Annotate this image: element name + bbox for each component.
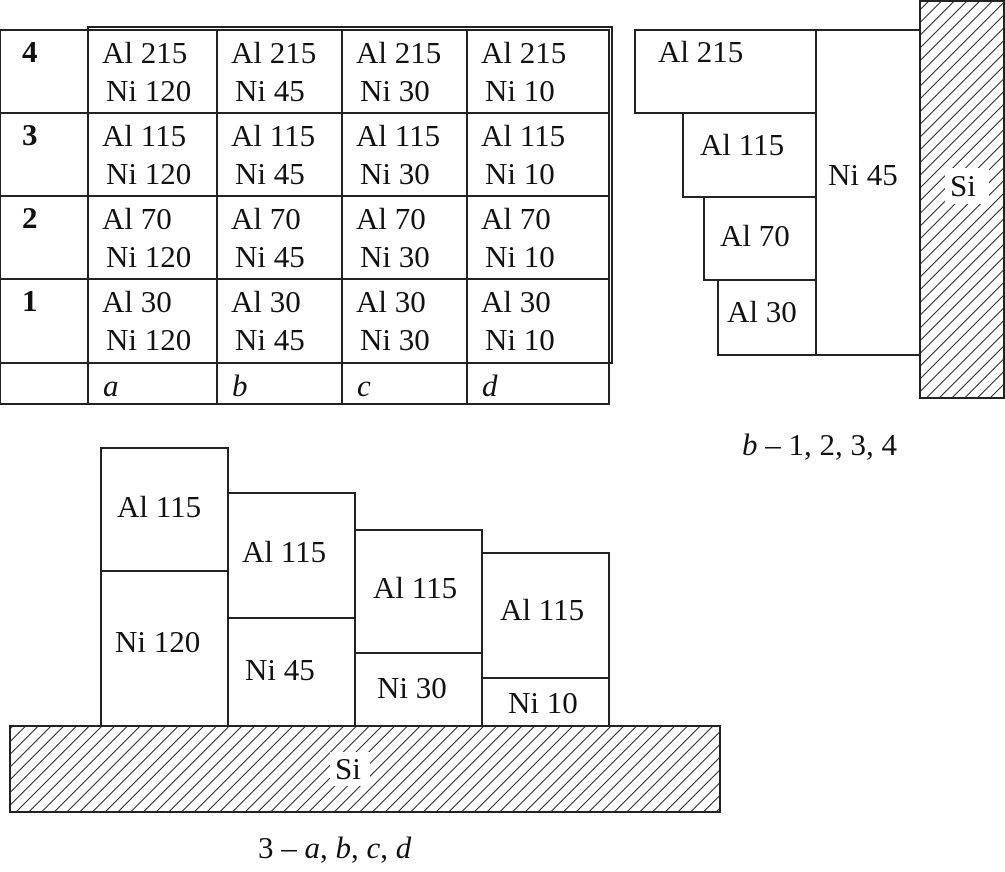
row-label: 2 — [22, 200, 38, 235]
cell-ni-thickness: Ni 30 — [360, 239, 430, 274]
caption-sep: – — [274, 830, 305, 865]
column-label: b — [232, 368, 248, 403]
al-layer — [481, 552, 610, 679]
cell-ni-thickness: Ni 10 — [485, 73, 555, 108]
ni-layer-label: Ni 10 — [508, 685, 578, 720]
caption-sep: – — [758, 427, 789, 462]
cell-ni-thickness: Ni 45 — [235, 73, 305, 108]
cell-al-thickness: Al 115 — [481, 118, 565, 153]
cell-al-thickness: Al 115 — [102, 118, 186, 153]
side-view-diagram: Al 215 Al 115 Al 70 Al 30 Ni 45 Si b – 1, 2, 3… — [634, 0, 1005, 462]
ni-layer — [100, 570, 229, 727]
caption-col: d — [396, 830, 412, 865]
side-view-caption: b – 1, 2, 3, 4 — [742, 427, 898, 462]
column-label: d — [482, 368, 498, 403]
al-layer-label: Al 215 — [658, 34, 743, 69]
al-layer-label: Al 115 — [373, 570, 457, 605]
caption-col: b — [336, 830, 352, 865]
caption-comma: , — [320, 830, 336, 865]
ni-layer — [354, 652, 483, 727]
cell-al-thickness: Al 215 — [356, 35, 441, 70]
ni-layer — [815, 29, 921, 356]
al-layer — [354, 529, 483, 654]
cell-ni-thickness: Ni 45 — [235, 322, 305, 357]
bottom-view-diagram: Al 115 Ni 120 Al 115 Ni 45 Al 115 Ni 30 Al 115… — [9, 447, 721, 865]
al-layer-label: Al 115 — [700, 127, 784, 162]
cell-al-thickness: Al 70 — [231, 201, 301, 236]
cell-al-thickness: Al 215 — [102, 35, 187, 70]
si-label-bg — [945, 168, 989, 204]
caption-rows: 1, 2, 3, 4 — [789, 427, 898, 462]
cell-ni-thickness: Ni 120 — [106, 322, 191, 357]
cell-ni-thickness: Ni 120 — [106, 239, 191, 274]
column-label: c — [357, 368, 371, 403]
cell-ni-thickness: Ni 10 — [485, 322, 555, 357]
column-label: a — [103, 368, 119, 403]
al-layer-label: Al 30 — [727, 294, 797, 329]
si-label: Si — [950, 168, 976, 203]
cell-al-thickness: Al 115 — [231, 118, 315, 153]
cell-al-thickness: Al 215 — [481, 35, 566, 70]
cell-ni-thickness: Ni 30 — [360, 322, 430, 357]
cell-ni-thickness: Ni 120 — [106, 73, 191, 108]
cell-ni-thickness: Ni 30 — [360, 73, 430, 108]
cell-al-thickness: Al 70 — [102, 201, 172, 236]
caption-comma: , — [380, 830, 396, 865]
al-layer — [717, 279, 817, 356]
al-layer-label: Al 115 — [117, 489, 201, 524]
ni-layer-label: Ni 45 — [245, 652, 315, 687]
si-label: Si — [335, 751, 361, 786]
cell-ni-thickness: Ni 30 — [360, 156, 430, 191]
si-label-bg — [330, 752, 370, 786]
al-layer-label: Al 115 — [242, 534, 326, 569]
cell-al-thickness: Al 70 — [481, 201, 551, 236]
cell-al-thickness: Al 30 — [102, 284, 172, 319]
cell-ni-thickness: Ni 10 — [485, 156, 555, 191]
table-border — [0, 29, 610, 405]
cell-ni-thickness: Ni 45 — [235, 239, 305, 274]
caption-comma: , — [351, 830, 367, 865]
bottom-view-caption: 3 – a, b, c, d — [258, 830, 412, 865]
ni-layer-label: Ni 30 — [377, 670, 447, 705]
cell-al-thickness: Al 30 — [356, 284, 426, 319]
cell-ni-thickness: Ni 10 — [485, 239, 555, 274]
ni-layer-label: Ni 120 — [115, 624, 200, 659]
cell-ni-thickness: Ni 120 — [106, 156, 191, 191]
cell-al-thickness: Al 115 — [356, 118, 440, 153]
cell-al-thickness: Al 30 — [231, 284, 301, 319]
cell-al-thickness: Al 215 — [231, 35, 316, 70]
caption-col: a — [305, 830, 321, 865]
al-layer-label: Al 70 — [720, 218, 790, 253]
ni-layer-label: Ni 45 — [828, 157, 898, 192]
cell-al-thickness: Al 30 — [481, 284, 551, 319]
row-label: 1 — [22, 283, 38, 318]
row-label: 4 — [22, 34, 38, 69]
cell-ni-thickness: Ni 45 — [235, 156, 305, 191]
caption-row: 3 — [258, 830, 274, 865]
caption-variant: b — [742, 427, 758, 462]
al-layer-label: Al 115 — [500, 592, 584, 627]
si-substrate — [9, 725, 721, 813]
cell-al-thickness: Al 70 — [356, 201, 426, 236]
caption-col: c — [367, 830, 381, 865]
al-layer — [227, 492, 356, 619]
row-label: 3 — [22, 117, 38, 152]
